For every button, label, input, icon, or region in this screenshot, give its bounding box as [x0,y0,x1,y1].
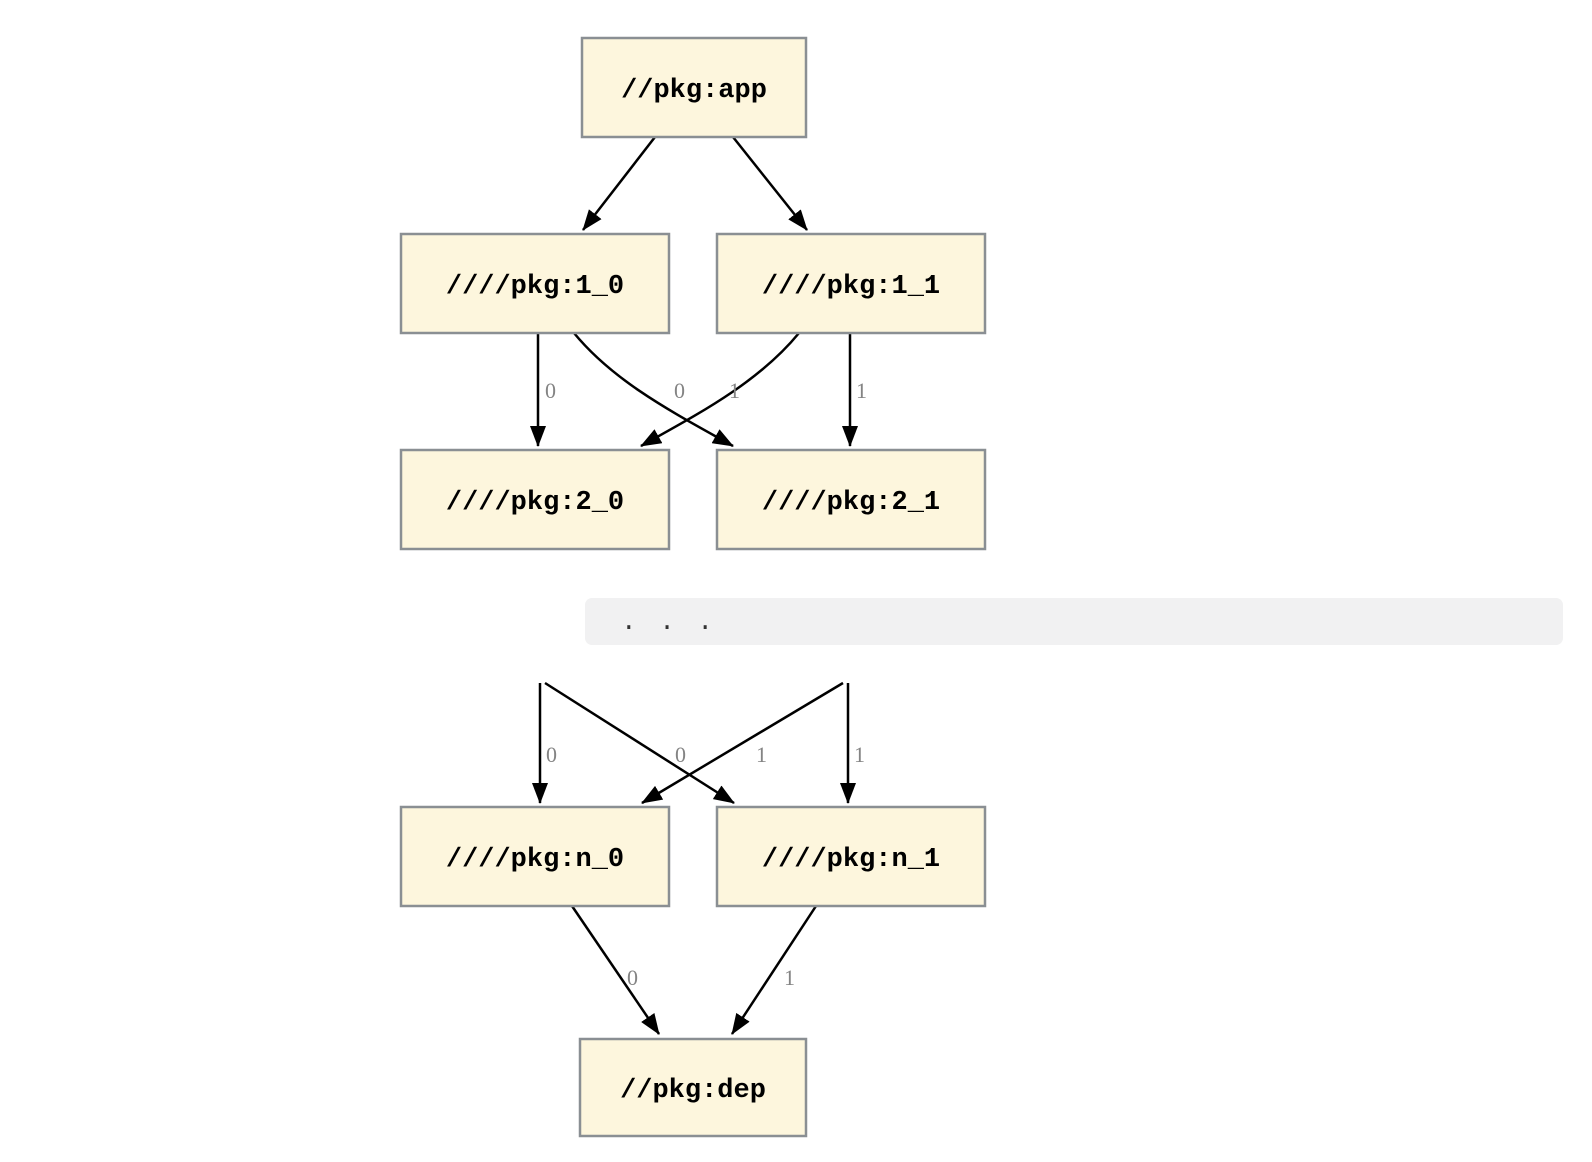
edge-1_1-to-2_0 [640,332,800,448]
node-pkg-2_0-label: ////pkg:2_0 [446,488,624,518]
node-pkg-app: //pkg:app [580,36,808,139]
edge-n_1-to-dep [730,905,818,1035]
edge-label-group: 0 0 1 1 0 0 1 1 0 1 [545,378,867,990]
edge-label-lower-3: 1 [854,742,865,767]
edge-label-lower-0: 0 [546,742,557,767]
edge-n_0-to-dep [570,905,661,1035]
node-pkg-dep-box [578,1037,808,1138]
edge-label-upper-1: 0 [674,378,685,403]
node-pkg-n_0-box [399,805,671,908]
node-pkg-2_1: ////pkg:2_1 [715,448,987,551]
edge-app-to-1_0 [582,136,656,231]
node-pkg-2_1-label: ////pkg:2_1 [762,488,940,518]
node-pkg-1_1-box [715,232,987,335]
node-pkg-2_0-box [399,448,671,551]
node-pkg-n_1: ////pkg:n_1 [715,805,987,908]
node-pkg-1_1-label: ////pkg:1_1 [762,272,940,302]
node-group: //pkg:app ////pkg:1_0 ////pkg:1_1 ////pk… [399,36,987,1138]
node-pkg-2_1-box [715,448,987,551]
node-pkg-n_1-box [715,805,987,908]
edge-label-upper-2: 1 [729,378,740,403]
node-pkg-1_0: ////pkg:1_0 [399,232,671,335]
edge-ellipsis-to-n_0-cross [641,681,844,805]
edge-label-dep-1: 1 [784,965,795,990]
edge-ellipsis-to-n_1-cross [544,681,735,805]
node-pkg-dep: //pkg:dep [578,1037,808,1138]
edge-label-upper-0: 0 [545,378,556,403]
edge-app-to-1_1 [732,136,808,231]
code-block: . . . [585,598,1563,645]
node-pkg-2_0: ////pkg:2_0 [399,448,671,551]
node-pkg-n_1-label: ////pkg:n_1 [762,845,940,875]
edge-label-dep-0: 0 [627,965,638,990]
edge-1_0-to-2_1 [573,332,734,448]
edge-label-upper-3: 1 [856,378,867,403]
node-pkg-app-label: //pkg:app [621,76,767,106]
edge-label-lower-2: 1 [756,742,767,767]
node-pkg-dep-label: //pkg:dep [620,1076,766,1106]
node-pkg-app-box [580,36,808,139]
edge-label-lower-1: 0 [675,742,686,767]
code-block-text: . . . [621,607,714,637]
node-pkg-n_0-label: ////pkg:n_0 [446,845,624,875]
node-pkg-1_1: ////pkg:1_1 [715,232,987,335]
edge-group [530,136,858,1035]
node-pkg-1_0-box [399,232,671,335]
node-pkg-n_0: ////pkg:n_0 [399,805,671,908]
node-pkg-1_0-label: ////pkg:1_0 [446,272,624,302]
